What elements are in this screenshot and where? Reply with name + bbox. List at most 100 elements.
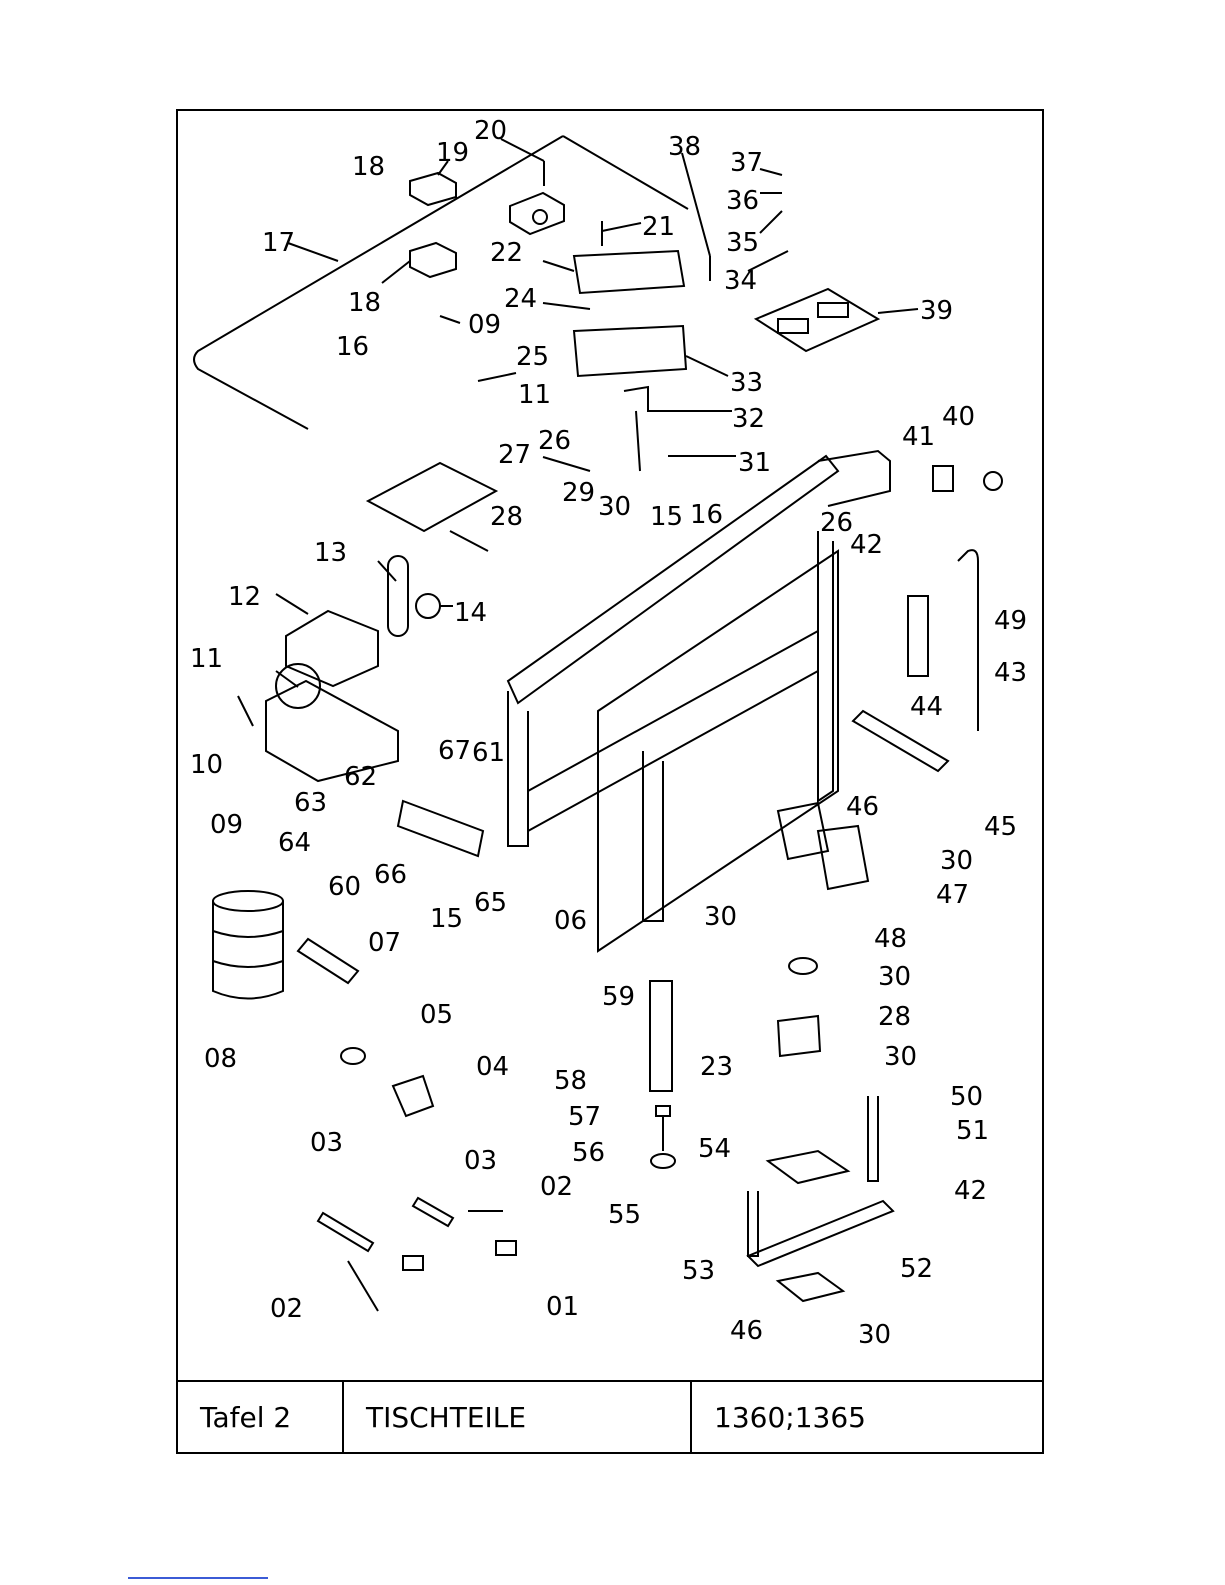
part-label: 43 [994,658,1027,688]
part-49-bar [908,596,928,676]
part-label: 05 [420,1000,453,1030]
part-label: 58 [554,1066,587,1096]
part-label: 45 [984,812,1017,842]
part-mount-plate-left [368,463,496,531]
part-57-nut [656,1106,670,1116]
part-12-motor-base [266,681,398,781]
part-label: 14 [454,598,487,628]
part-label: 16 [690,500,723,530]
part-01-fitting-left [403,1256,423,1270]
part-label: 26 [820,508,853,538]
part-23-post [650,981,672,1091]
part-53-rod [748,1191,758,1256]
part-label: 12 [228,582,261,612]
part-08-canister-bands [213,931,283,967]
part-label: 30 [598,492,631,522]
screws-20-21-38 [544,161,710,281]
parts-diagram-svg: 20 19 18 17 18 09 16 25 11 21 22 24 33 3… [178,111,1046,1386]
part-55-foot [651,1154,675,1168]
part-06-leg-front [643,751,663,921]
part-label: 61 [472,738,505,768]
part-label: 06 [554,906,587,936]
part-label: 35 [726,228,759,258]
part-label: 09 [210,810,243,840]
part-label: 38 [668,132,701,162]
part-label: 44 [910,692,943,722]
part-label: 08 [204,1044,237,1074]
part-label: 48 [874,924,907,954]
part-22-plate [574,251,684,293]
part-label: 60 [328,872,361,902]
part-label: 22 [490,238,523,268]
part-label: 03 [310,1128,343,1158]
part-08-canister [213,901,283,999]
part-label: 02 [540,1172,573,1202]
part-label: 26 [538,426,571,456]
part-label: 30 [884,1042,917,1072]
part-53-base [748,1201,893,1266]
part-18-lower-block [410,243,456,277]
model-numbers: 1360;1365 [692,1382,1042,1452]
part-14-pulley [416,594,440,618]
part-label: 33 [730,368,763,398]
part-06-leg-right [818,531,833,801]
part-54-plate [768,1151,848,1183]
drawing-title: TISCHTEILE [344,1382,692,1452]
part-label: 46 [730,1316,763,1346]
part-label: 63 [294,788,327,818]
part-label: 64 [278,828,311,858]
part-label: 62 [344,762,377,792]
part-46-lower-plate [778,1273,843,1301]
part-13-belt [388,556,408,636]
part-label: 15 [650,502,683,532]
part-33-plate [574,326,686,376]
part-label: 55 [608,1200,641,1230]
part-label: 54 [698,1134,731,1164]
part-label: 50 [950,1082,983,1112]
part-40-valve [984,472,1002,490]
part-label: 36 [726,186,759,216]
part-label: 65 [474,888,507,918]
part-label: 28 [490,502,523,532]
part-label: 24 [504,284,537,314]
part-03-right [413,1198,453,1226]
leader-lines [238,139,918,726]
part-39-plate [756,289,878,351]
part-label: 32 [732,404,765,434]
part-19-block [510,193,564,234]
part-label: 21 [642,212,675,242]
part-label: 03 [464,1146,497,1176]
part-label: 18 [352,152,385,182]
part-32-bracket [624,387,678,471]
part-label: 59 [602,982,635,1012]
part-02-left [348,1261,378,1311]
part-19-bore [533,210,547,224]
part-label: 51 [956,1116,989,1146]
part-07-tube [298,939,358,983]
part-06-frame-front [598,551,838,951]
plate-number: Tafel 2 [178,1382,344,1452]
part-label: 17 [262,228,295,258]
part-label: 49 [994,606,1027,636]
part-03-left [318,1213,373,1251]
part-label: 11 [518,380,551,410]
part-43-tube [958,550,978,731]
part-label: 57 [568,1102,601,1132]
part-label: 01 [546,1292,579,1322]
exploded-parts-drawing: 20 19 18 17 18 09 16 25 11 21 22 24 33 3… [178,111,1046,1386]
part-label: 34 [724,266,757,296]
part-label: 46 [846,792,879,822]
part-17-rod [194,136,688,429]
part-label: 31 [738,448,771,478]
part-04-coupling [393,1076,433,1116]
part-label: 10 [190,750,223,780]
part-39-slot [818,303,848,317]
part-label: 27 [498,440,531,470]
part-label: 18 [348,288,381,318]
part-label: 66 [374,860,407,890]
part-label: 30 [704,902,737,932]
part-label: 56 [572,1138,605,1168]
part-label: 02 [270,1294,303,1324]
part-label: 67 [438,736,471,766]
footer-link-underline[interactable] [128,1577,268,1579]
